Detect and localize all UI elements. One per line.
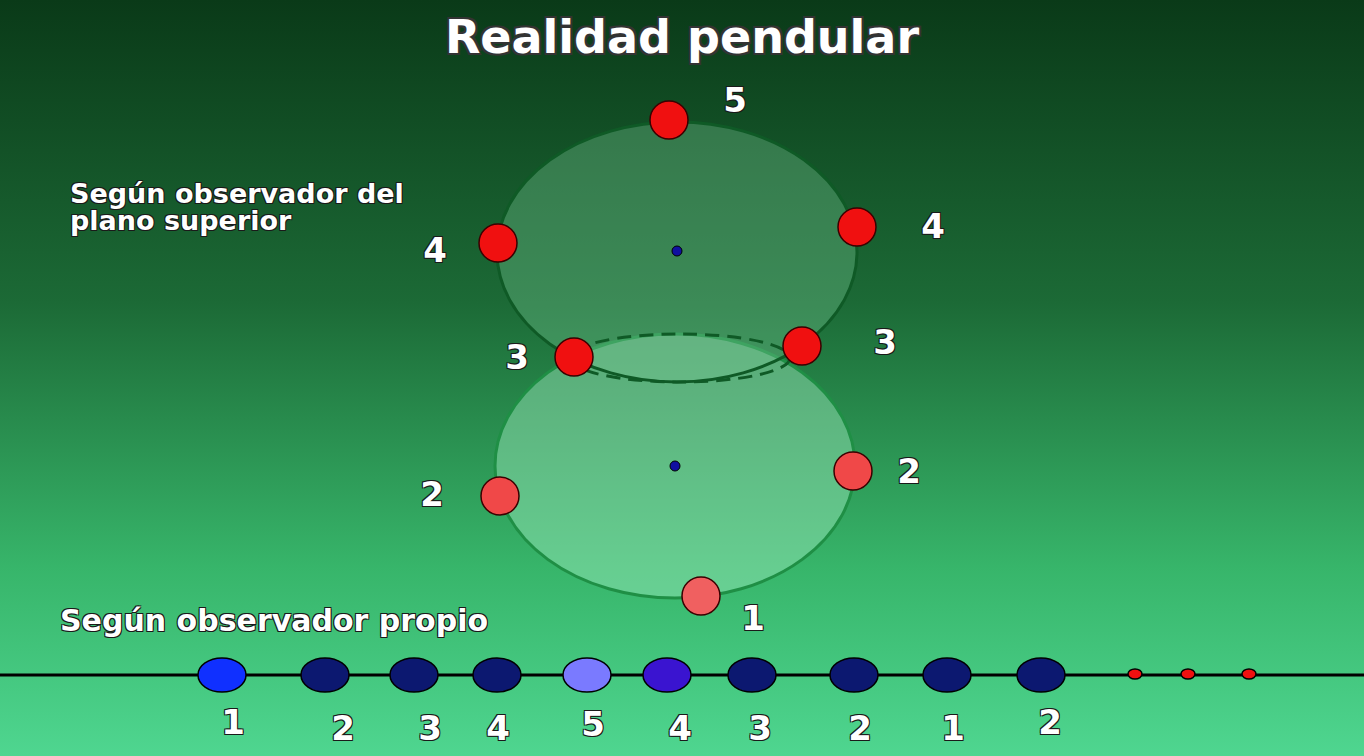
callout-number: 3: [505, 337, 529, 377]
callout-number: 4: [921, 206, 945, 246]
callout-number: 3: [873, 322, 897, 362]
callout-number: 1: [221, 702, 245, 742]
callout-number: 2: [848, 708, 872, 748]
callout-number: 2: [1038, 702, 1062, 742]
callout-number: 4: [486, 708, 510, 748]
diagram-title: Realidad pendular: [445, 10, 919, 64]
callout-number: 4: [668, 708, 692, 748]
callout-number: 5: [581, 704, 605, 744]
callout-number: 1: [941, 708, 965, 748]
observer-label: Según observador del plano superior: [70, 180, 440, 234]
callout-number: 2: [331, 708, 355, 748]
observer-label: Según observador propio: [60, 606, 540, 636]
callout-number: 4: [423, 230, 447, 270]
callout-number: 2: [897, 451, 921, 491]
callout-number: 3: [748, 708, 772, 748]
callout-number: 5: [723, 80, 747, 120]
callout-number: 3: [418, 708, 442, 748]
callout-number: 2: [420, 474, 444, 514]
callout-number: 1: [741, 598, 765, 638]
